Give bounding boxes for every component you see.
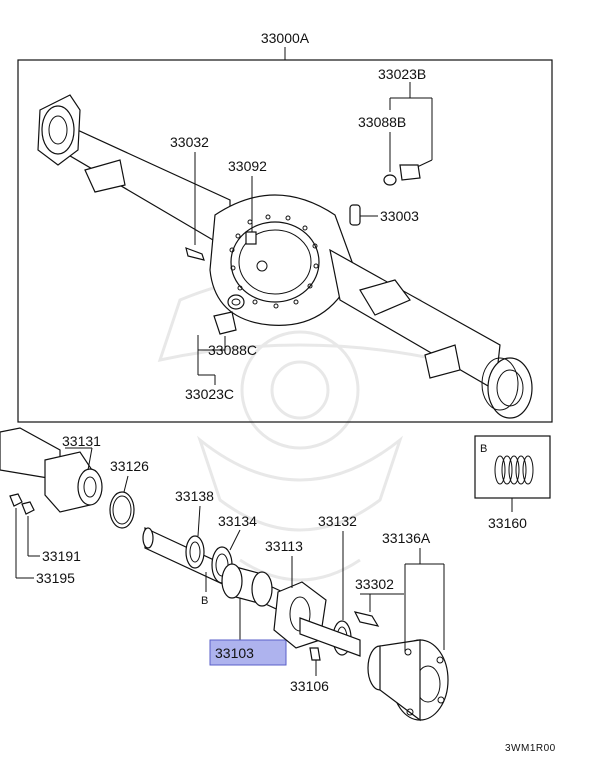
label-33195: 33195 <box>36 570 75 586</box>
label-33160: 33160 <box>488 515 527 531</box>
label-33003: 33003 <box>380 208 419 224</box>
label-33113: 33113 <box>265 538 303 554</box>
label-33088B: 33088B <box>358 114 406 130</box>
label-33131: 33131 <box>62 433 101 449</box>
highlight-33103 <box>209 639 287 666</box>
label-inset-b: B <box>480 443 487 455</box>
ring-33138 <box>185 505 205 569</box>
stud-33032 <box>185 152 205 261</box>
hub-bolt-33302 <box>353 593 404 627</box>
label-33191: 33191 <box>42 548 81 564</box>
label-33023B: 33023B <box>378 66 426 82</box>
flange-33136A <box>367 548 449 722</box>
seal-33132 <box>299 531 361 657</box>
label-33092: 33092 <box>228 158 267 174</box>
breather-33003 <box>349 204 378 226</box>
drawing-code: 3WM1R00 <box>505 743 556 754</box>
plug-33092 <box>245 176 257 245</box>
nut-group-33191-33195 <box>9 493 40 579</box>
bolt-33106 <box>309 647 321 676</box>
o-ring-33126 <box>109 475 135 529</box>
label-33023C: 33023C <box>185 386 234 402</box>
axle-housing-end-33131 <box>0 427 103 513</box>
label-33134: 33134 <box>218 513 257 529</box>
label-33106: 33106 <box>290 678 329 694</box>
label-33136A: 33136A <box>382 530 431 546</box>
label-33132: 33132 <box>318 513 357 529</box>
drain-plug-group-C <box>197 294 245 385</box>
label-33302: 33302 <box>355 576 394 592</box>
axle-housing-frame <box>17 47 553 423</box>
label-33103: 33103 <box>215 645 254 661</box>
label-33032: 33032 <box>170 134 209 150</box>
label-33138: 33138 <box>175 488 214 504</box>
label-ref-b-shaft: B <box>201 595 208 607</box>
axle-housing <box>37 94 533 419</box>
label-33000A: 33000A <box>261 30 310 46</box>
label-33088C: 33088C <box>208 342 257 358</box>
label-33126: 33126 <box>110 458 149 474</box>
inset-b-box <box>474 435 551 512</box>
drain-plug-group-B <box>383 82 433 186</box>
bearing-33103 <box>221 563 273 640</box>
